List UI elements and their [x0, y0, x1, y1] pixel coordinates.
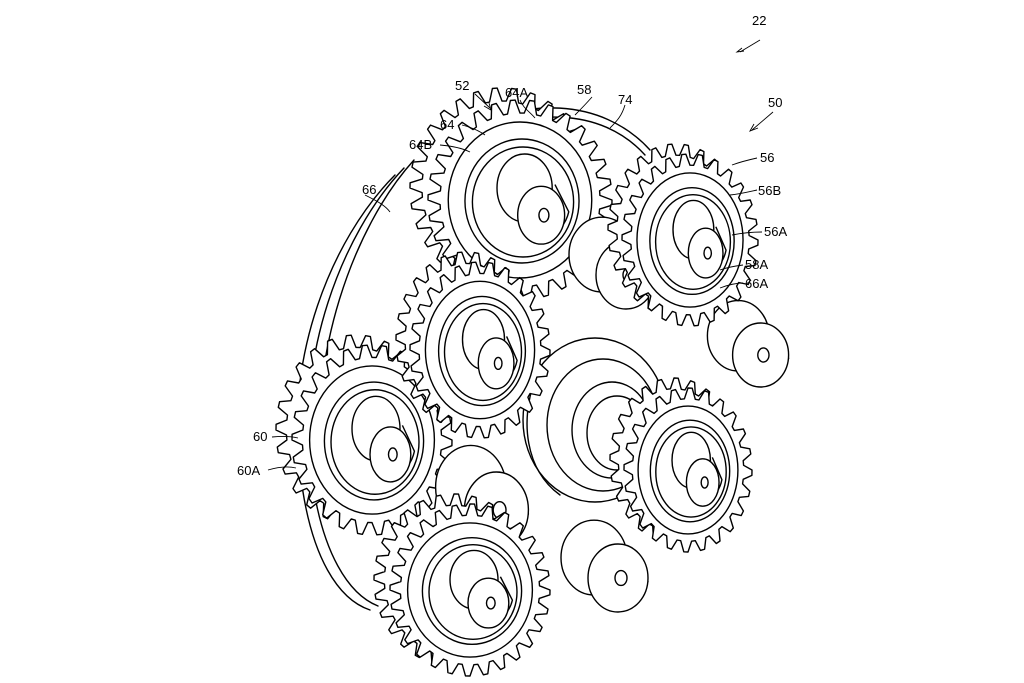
label-74: 74	[618, 92, 633, 107]
shaft-right	[706, 299, 790, 388]
label-64A: 64A	[505, 85, 529, 100]
label-56B: 56B	[758, 183, 782, 198]
gear-bottom-left	[373, 493, 551, 677]
label-56: 56	[760, 150, 775, 165]
label-58: 58	[577, 82, 592, 97]
label-60: 60	[253, 429, 268, 444]
label-64: 64	[440, 117, 455, 132]
gear-right-lower	[609, 377, 753, 553]
gear-upper-left	[409, 87, 613, 301]
label-50: 50	[768, 95, 783, 110]
label-58A: 58A	[745, 257, 769, 272]
gear-upper-right	[607, 143, 759, 327]
label-64B: 64B	[409, 137, 433, 152]
label-56A: 56A	[764, 224, 788, 239]
gear-middle-left	[395, 251, 551, 439]
label-66: 66	[362, 182, 377, 197]
label-66A: 66A	[745, 276, 769, 291]
label-22: 22	[752, 13, 767, 28]
leader-lines	[267, 39, 774, 471]
label-60A: 60A	[237, 463, 261, 478]
shaft-bottom-center	[560, 519, 649, 613]
label-52: 52	[455, 78, 470, 93]
planet-gears	[275, 87, 790, 677]
